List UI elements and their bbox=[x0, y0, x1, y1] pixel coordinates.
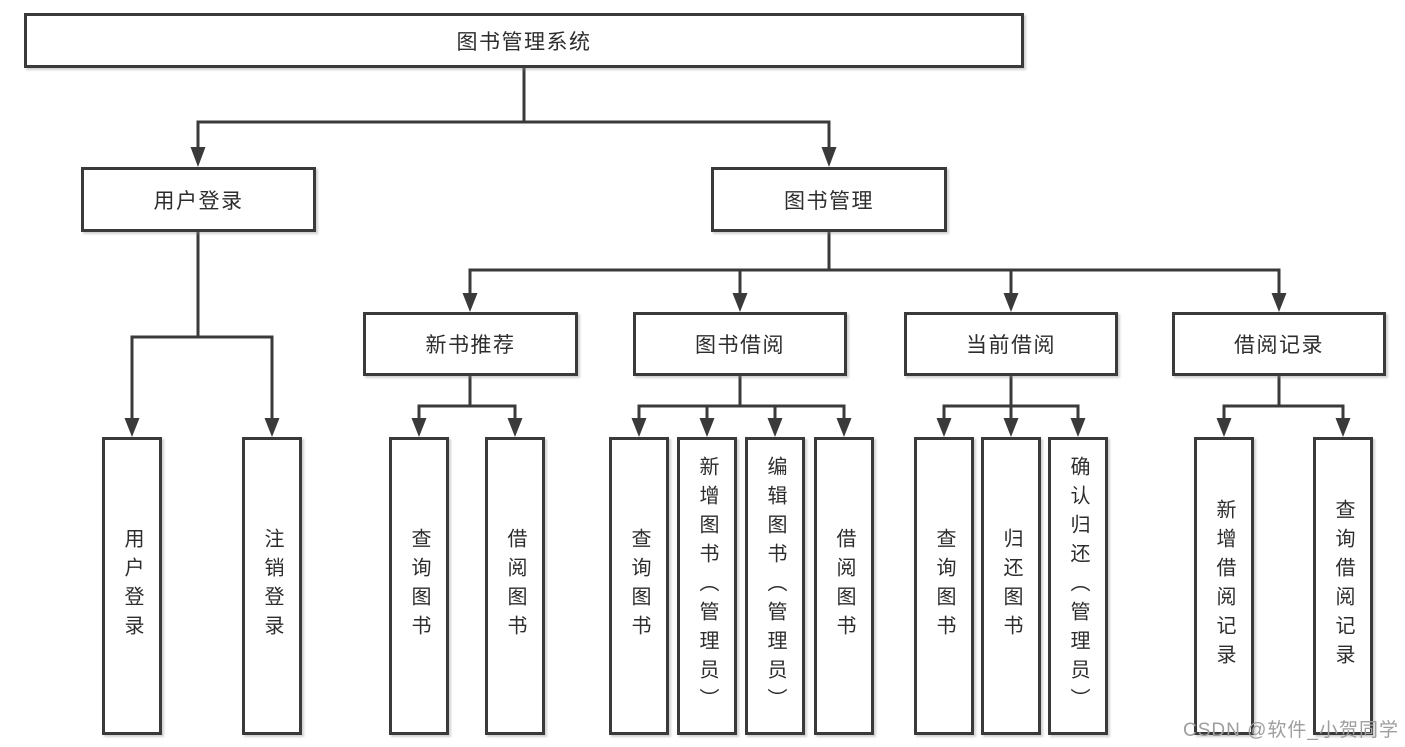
node-new-book-recommend: 新书推荐 bbox=[363, 312, 578, 376]
leaf-query-books-borrow: 查询图书 bbox=[609, 437, 669, 735]
node-root: 图书管理系统 bbox=[24, 13, 1024, 68]
leaf-query-books-recommend: 查询图书 bbox=[389, 437, 449, 735]
leaf-return-books: 归还图书 bbox=[981, 437, 1041, 735]
leaf-add-borrow-record: 新增借阅记录 bbox=[1194, 437, 1254, 735]
node-user-login: 用户登录 bbox=[81, 167, 316, 232]
leaf-add-books-admin: 新增图书（管理员） bbox=[677, 437, 737, 735]
leaf-query-books-current: 查询图书 bbox=[914, 437, 974, 735]
leaf-borrow-books: 借阅图书 bbox=[814, 437, 874, 735]
node-current-borrow: 当前借阅 bbox=[904, 312, 1118, 376]
leaf-user-login: 用户登录 bbox=[102, 437, 162, 735]
leaf-confirm-return-admin: 确认归还（管理员） bbox=[1048, 437, 1108, 735]
leaf-edit-books-admin: 编辑图书（管理员） bbox=[745, 437, 805, 735]
leaf-query-borrow-record: 查询借阅记录 bbox=[1313, 437, 1373, 735]
node-borrow-records: 借阅记录 bbox=[1172, 312, 1386, 376]
node-book-borrow: 图书借阅 bbox=[633, 312, 847, 376]
node-book-management: 图书管理 bbox=[711, 167, 947, 232]
leaf-borrow-books-recommend: 借阅图书 bbox=[485, 437, 545, 735]
arrowheads bbox=[124, 147, 1351, 437]
csdn-watermark: CSDN @软件_小贺同学 bbox=[1183, 720, 1399, 741]
leaf-logout: 注销登录 bbox=[242, 437, 302, 735]
